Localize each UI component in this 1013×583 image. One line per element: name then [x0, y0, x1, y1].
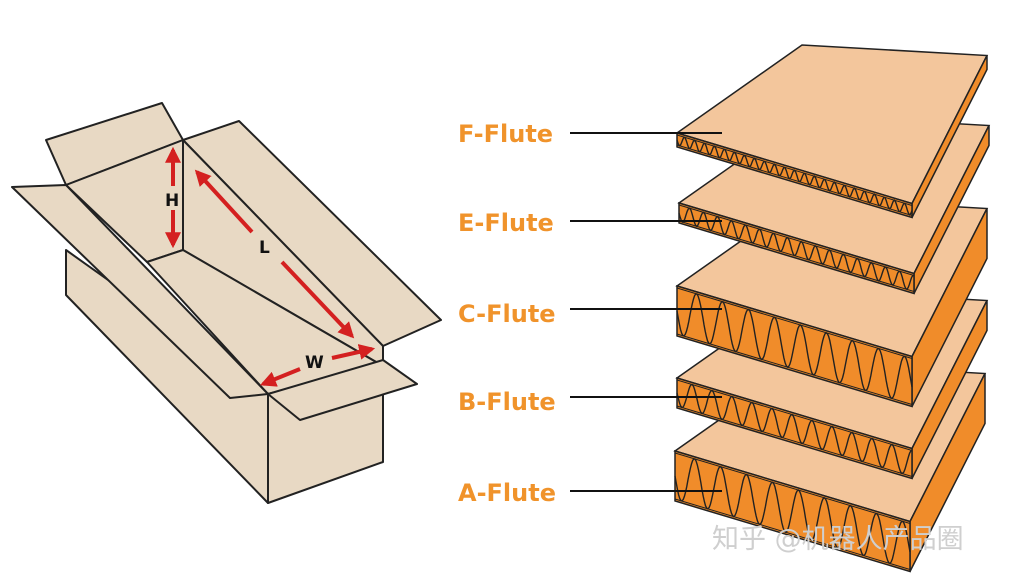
b-flute-liner-bottom — [676, 405, 913, 477]
b-flute-flute-wave — [676, 383, 913, 475]
a-flute-liner-bottom — [674, 498, 911, 570]
f-flute-label: F-Flute — [458, 120, 553, 148]
box-front-flap — [267, 359, 418, 421]
e-flute-label: E-Flute — [458, 209, 554, 237]
e-flute-liner-top — [678, 204, 915, 276]
watermark-text: 知乎 @机器人产品圈 — [712, 524, 964, 555]
e-flute-flute-wave — [678, 207, 915, 291]
e-flute-liner-bottom — [678, 220, 915, 292]
f-flute-liner-top — [676, 134, 913, 206]
a-flute-flute-wave — [674, 458, 911, 565]
f-flute-board — [675, 44, 989, 219]
width-arrow-right — [331, 344, 376, 360]
length-arrow-upper — [194, 169, 254, 234]
height-label: H — [165, 191, 179, 211]
a-flute-liner-top — [674, 452, 911, 524]
a-flute-label: A-Flute — [458, 479, 556, 507]
e-flute-front-edge — [678, 201, 915, 295]
length-arrow-lower — [280, 260, 355, 339]
c-flute-liner-top — [676, 287, 913, 359]
c-flute-flute-wave — [676, 293, 913, 400]
c-flute-liner-bottom — [676, 333, 913, 405]
b-flute-liner-top — [676, 379, 913, 451]
c-flute-label: C-Flute — [458, 300, 556, 328]
box-dimensions — [165, 146, 376, 387]
width-arrow-left — [260, 367, 301, 387]
width-label: W — [305, 353, 324, 373]
f-flute-liner-bottom — [676, 144, 913, 216]
length-label: L — [259, 238, 270, 258]
flute-board-stack — [673, 44, 991, 573]
open-box-illustration — [11, 102, 442, 504]
b-flute-label: B-Flute — [458, 388, 556, 416]
